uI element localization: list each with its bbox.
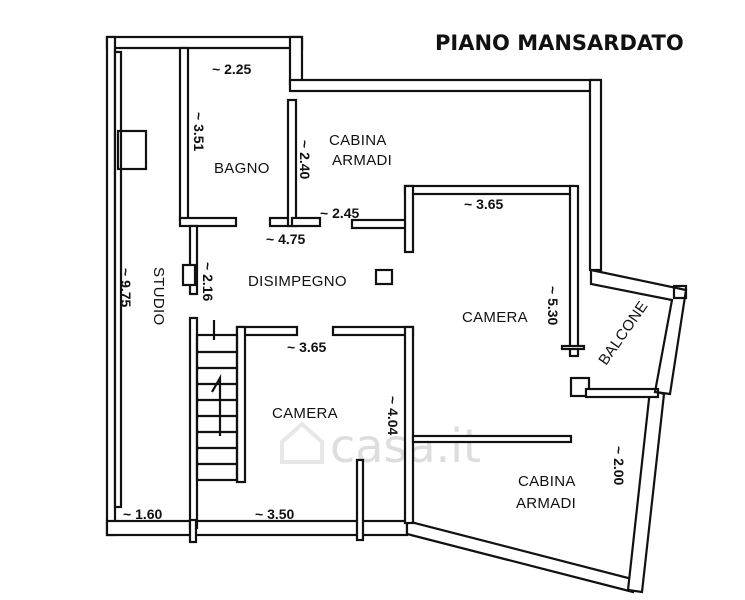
- room-label-cabina-bottom-2: ARMADI: [516, 495, 576, 512]
- dim-studio-length: ~ 9.75: [118, 268, 134, 308]
- dim-camera-left-width: ~ 3.65: [287, 339, 327, 355]
- dim-disimpegno-width: ~ 4.75: [266, 231, 306, 247]
- plan-title: PIANO MANSARDATO: [435, 31, 684, 55]
- room-label-studio: STUDIO: [150, 267, 167, 325]
- balcony-outline: [589, 268, 688, 396]
- room-label-cabina-bottom-1: CABINA: [518, 473, 576, 490]
- dim-cabina-bottom-depth: ~ 2.00: [611, 446, 627, 486]
- room-label-camera-left: CAMERA: [272, 405, 338, 422]
- dim-bagno-depth: ~ 3.51: [191, 112, 207, 152]
- room-label-disimpegno: DISIMPEGNO: [248, 273, 347, 290]
- dim-bottom-width: ~ 3.50: [255, 506, 295, 522]
- dim-studio-width: ~ 1.60: [123, 506, 163, 522]
- room-label-cabina-top-1: CABINA: [329, 132, 387, 149]
- dim-cabina-top-width: ~ 2.45: [320, 205, 360, 221]
- staircase: [195, 320, 239, 482]
- dim-camera-right-width: ~ 3.65: [464, 196, 504, 212]
- room-label-cabina-top-2: ARMADI: [332, 152, 392, 169]
- dim-bagno-width: ~ 2.25: [212, 61, 252, 77]
- watermark: casa.it: [280, 419, 481, 473]
- outer-walls: [105, 35, 666, 594]
- dim-disimpegno-depth: ~ 2.16: [200, 262, 216, 302]
- interior-walls: [178, 46, 660, 544]
- room-label-bagno: BAGNO: [214, 160, 270, 177]
- room-label-camera-right: CAMERA: [462, 309, 528, 326]
- dim-cabina-top-depth: ~ 2.40: [297, 140, 313, 180]
- house-icon: [280, 421, 324, 464]
- chimney-block: [116, 129, 148, 171]
- room-label-balcone: BALCONE: [595, 298, 651, 368]
- dim-camera-left-depth: ~ 4.04: [385, 396, 401, 436]
- dim-camera-right-depth: ~ 5.30: [545, 286, 561, 326]
